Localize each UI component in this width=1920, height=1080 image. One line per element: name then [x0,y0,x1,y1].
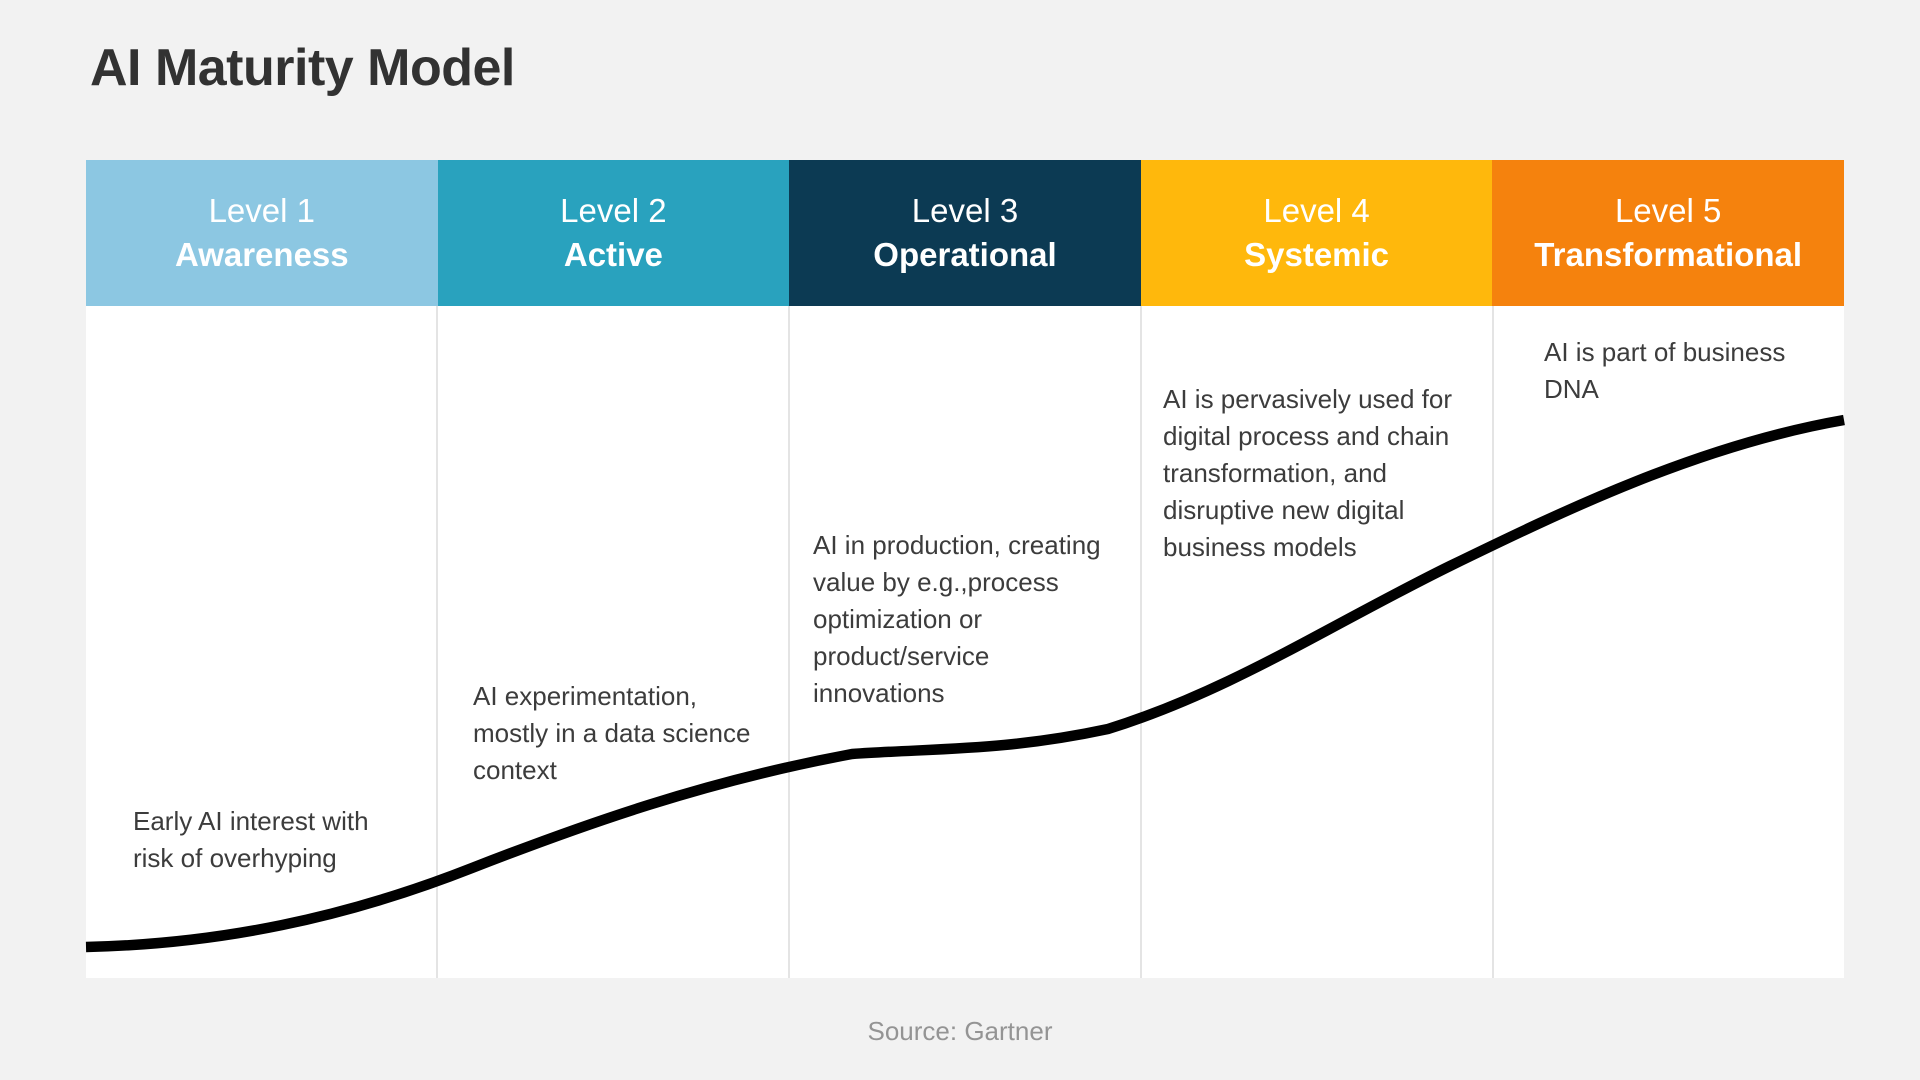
level-5-label: Level 5 [1614,192,1722,230]
level-1-description: Early AI interest with risk of overhypin… [133,806,369,873]
header-level-5: Level 5 Transformational [1492,160,1844,306]
level-3-description: AI in production, creating value by e.g.… [813,530,1101,708]
level-2-label: Level 2 [560,192,667,230]
source-credit: Source: Gartner [867,1016,1053,1046]
level-2-description: AI experimentation, mostly in a data sci… [473,681,751,785]
level-3-name: Operational [873,236,1057,273]
column-level-5: AI is part of business DNA [1494,306,1844,978]
level-4-label: Level 4 [1263,192,1370,230]
level-1-label: Level 1 [208,192,315,230]
maturity-model-table: Level 1 Awareness Level 2 Active Level 3… [86,160,1844,978]
column-level-2: AI experimentation, mostly in a data sci… [438,306,790,978]
level-header-row: Level 1 Awareness Level 2 Active Level 3… [86,160,1844,306]
level-4-name: Systemic [1244,236,1390,273]
header-level-3: Level 3 Operational [789,160,1141,306]
level-1-name: Awareness [174,236,349,273]
level-3-label: Level 3 [911,192,1019,230]
level-4-description: AI is pervasively used for digital proce… [1163,384,1453,562]
header-level-4: Level 4 Systemic [1140,160,1493,306]
level-5-description: AI is part of business DNA [1544,337,1786,404]
level-body-row: Early AI interest with risk of overhypin… [86,306,1844,978]
level-2-name: Active [563,236,663,273]
page-title: AI Maturity Model [90,39,515,97]
column-level-3: AI in production, creating value by e.g.… [790,306,1142,978]
header-level-1: Level 1 Awareness [86,160,438,306]
header-level-2: Level 2 Active [437,160,790,306]
column-level-1: Early AI interest with risk of overhypin… [86,306,438,978]
level-5-name: Transformational [1534,236,1803,273]
column-level-4: AI is pervasively used for digital proce… [1142,306,1494,978]
